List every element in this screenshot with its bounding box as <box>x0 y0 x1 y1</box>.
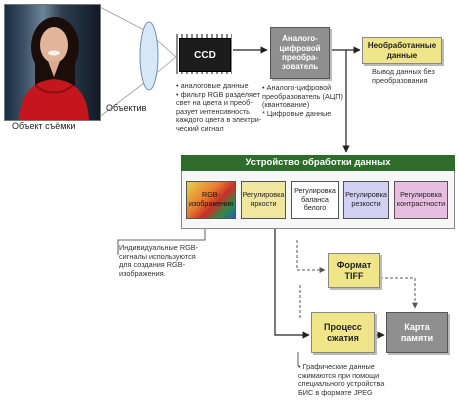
memory-card-box: Карта памяти <box>386 312 448 353</box>
tiff-label-line: Формат <box>336 260 372 270</box>
brightness-item-line: Регулировка <box>242 190 285 200</box>
compress-note-line: сжимаются при помощи <box>298 370 380 380</box>
adc-label-line: Аналого- <box>282 34 318 44</box>
compress-note-line: • Графические данные <box>298 362 375 371</box>
adc-label-line: цифровой <box>279 43 321 53</box>
adc-label-line: зователь <box>281 62 319 72</box>
raw-label-line: данные <box>386 50 418 60</box>
ccd-note-line: свет на цвета и преоб- <box>176 98 253 108</box>
compress-label-line: сжатия <box>327 332 359 343</box>
white-balance-item-line: белого <box>303 203 327 213</box>
compression-box: Процесс сжатия <box>311 312 375 353</box>
lens-icon <box>139 21 159 91</box>
white-balance-item: Регулировка баланса белого <box>291 181 339 219</box>
ccd-label: CCD <box>179 38 231 72</box>
woman-portrait-icon <box>19 17 89 120</box>
light-rays <box>97 5 177 119</box>
rgb-image-item: RGB- изображения <box>186 181 236 219</box>
contrast-item-line: Регулировка <box>400 190 442 200</box>
contrast-item: Регулировка контрастности <box>394 181 448 219</box>
adc-note-line: (квантование) <box>262 100 310 110</box>
white-balance-item-line: Регулировка <box>294 186 336 196</box>
ccd-notes: • аналоговые данные • фильтр RGB разделя… <box>176 81 268 134</box>
rgb-item-line: изображения <box>188 199 234 208</box>
tiff-label-line: TIFF <box>344 270 364 281</box>
lens-caption: Объектив <box>106 103 147 113</box>
rgb-note: Индивидуальные RGB- сигналы используются… <box>119 243 211 278</box>
raw-label-line: Необработанные <box>367 41 437 50</box>
white-balance-item-line: баланса <box>301 194 329 204</box>
brightness-item-line: яркости <box>250 199 277 208</box>
rgb-note-line: для создания RGB- <box>119 260 186 270</box>
tiff-box: Формат TIFF <box>328 253 380 288</box>
arrow-to-compress <box>274 228 310 339</box>
raw-note-line: преобразования <box>372 75 428 85</box>
adc-note-line: преобразователь (АЦП) <box>262 91 343 101</box>
sharpness-item-line: резкости <box>351 199 381 208</box>
contrast-item-line: контрастности <box>396 199 446 208</box>
raw-note-line: Вывод данных без <box>372 67 435 76</box>
raw-notes: Вывод данных без преобразования <box>372 67 452 85</box>
rgb-note-line: изображения. <box>119 268 166 278</box>
rgb-item-line: RGB- <box>202 190 220 200</box>
raw-data-box: Необработанные данные <box>362 37 442 64</box>
adc-note-line: • Аналого-цифровой <box>262 83 332 92</box>
card-label-line: памяти <box>400 332 434 343</box>
adc-box: Аналого- цифровой преобра- зователь <box>270 27 330 79</box>
ccd-note-line: ческий сигнал <box>176 123 224 133</box>
ccd-note-line: разует интенсивность <box>176 106 250 116</box>
subject-photo <box>4 4 101 121</box>
adc-note-line: * Цифровые данные <box>262 108 332 118</box>
brightness-item: Регулировка яркости <box>241 181 286 219</box>
ccd-note-line: каждого цвета в электри- <box>176 115 262 125</box>
ccd-note-line: • аналоговые данные <box>176 81 249 90</box>
rgb-note-line: Индивидуальные RGB- <box>119 243 199 252</box>
card-label-line: Карта <box>404 322 430 332</box>
subject-caption: Объект съёмки <box>12 121 76 131</box>
compress-notes: • Графические данные сжимаются при помощ… <box>298 362 390 397</box>
rgb-note-line: сигналы используются <box>119 251 196 261</box>
compress-note-line: специального устройства <box>298 379 385 389</box>
ccd-chip: CCD <box>176 34 232 74</box>
arrow-tiff-card-dashed <box>380 277 418 309</box>
compress-label-line: Процесс <box>324 322 362 332</box>
adc-label-line: преобра- <box>282 53 318 62</box>
ccd-note-line: • фильтр RGB разделяет <box>176 89 261 99</box>
rgb-note-leader <box>117 218 206 255</box>
compress-note-line: БИС в формате JPEG <box>298 387 373 397</box>
adc-notes: • Аналого-цифровой преобразователь (АЦП)… <box>262 83 344 118</box>
sharpness-item: Регулировка резкости <box>343 181 389 219</box>
arrow-to-tiff-dashed <box>296 240 326 273</box>
processor-title: Устройство обработки данных <box>181 155 455 171</box>
sharpness-item-line: Регулировка <box>345 190 387 200</box>
